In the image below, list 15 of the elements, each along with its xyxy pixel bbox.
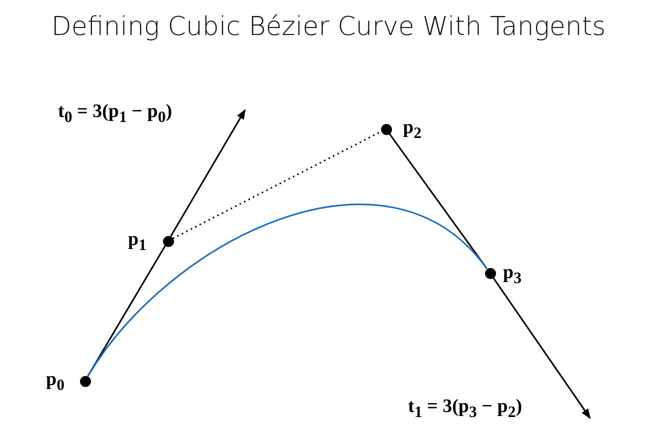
point-dot [162,236,174,246]
point-label: p$_{0}$ [46,369,64,395]
point-dot [484,268,496,278]
point-dot [380,124,392,134]
point-label: p$_{2}$ [403,117,422,143]
edge-label: t$_{0}$ = 3(p$_{1}$ − p$_{0}$) [58,101,172,127]
point-dot [80,376,90,386]
tangent-arrow [170,109,246,237]
tangent-arrow [492,277,591,419]
point-label: p$_{3}$ [503,262,522,288]
bezier-curve [87,204,488,377]
point-label: p$_{1}$ [128,229,146,255]
diagram-title: Defining Cubic Bézier Curve With Tangents [50,12,607,42]
edge-label: t$_{1}$ = 3(p$_{3}$ − p$_{2}$) [408,396,522,422]
line [172,130,382,240]
